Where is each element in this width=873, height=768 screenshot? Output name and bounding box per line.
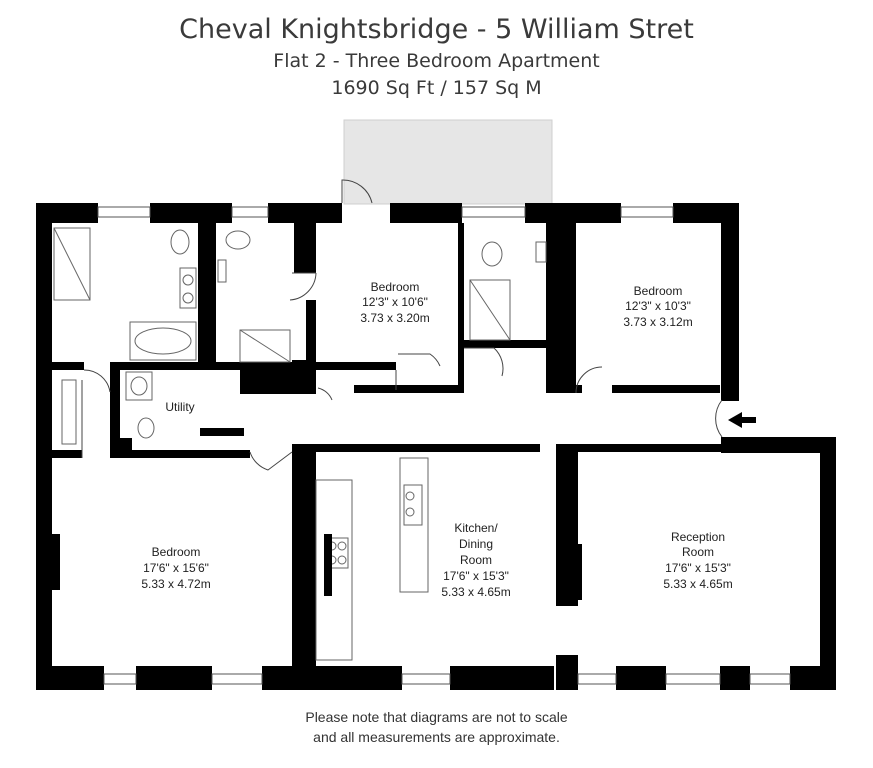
windows [97,206,791,685]
plan-subtitle: Flat 2 - Three Bedroom Apartment [273,50,600,72]
fixtures [53,227,547,661]
room-bedroom-top: Bedroom 12'3" x 10'6" 3.73 x 3.20m [360,280,429,325]
room-imperial: 12'3" x 10'3" [625,299,691,313]
room-imperial: 17'6" x 15'3" [665,561,731,575]
terrace [343,119,553,205]
entrance-arrow-icon [728,412,756,428]
disclaimer-line-2: and all measurements are approximate. [313,729,560,745]
outer-walls [36,203,836,690]
plan-area: 1690 Sq Ft / 157 Sq M [331,77,542,99]
room-imperial: 17'6" x 15'3" [443,569,509,583]
room-kitchen-dining: Kitchen/ Dining Room 17'6" x 15'3" 5.33 … [441,521,510,599]
room-bedroom-right: Bedroom 12'3" x 10'3" 3.73 x 3.12m [623,284,692,329]
room-metric: 5.33 x 4.72m [141,577,210,591]
room-bedroom-left: Bedroom 17'6" x 15'6" 5.33 x 4.72m [141,545,210,591]
room-name-2: Dining [459,537,493,551]
room-name-2: Room [682,545,714,559]
room-metric: 3.73 x 3.12m [623,315,692,329]
door-swings [81,179,723,471]
room-utility: Utility [165,400,194,414]
room-metric: 3.73 x 3.20m [360,311,429,325]
disclaimer-line-1: Please note that diagrams are not to sca… [305,709,568,725]
room-name-1: Reception [671,530,725,544]
room-reception: Reception Room 17'6" x 15'3" 5.33 x 4.65… [663,530,732,591]
room-name: Utility [165,400,194,414]
room-name: Bedroom [371,280,420,294]
room-metric: 5.33 x 4.65m [441,585,510,599]
room-name-3: Room [460,553,492,567]
fireplaces [52,534,582,600]
room-imperial: 17'6" x 15'6" [143,561,209,575]
interior-walls [36,223,724,680]
plan-title: Cheval Knightsbridge - 5 William Stret [179,14,694,45]
room-imperial: 12'3" x 10'6" [362,295,428,309]
room-name-1: Kitchen/ [454,521,498,535]
room-name: Bedroom [152,545,201,559]
room-metric: 5.33 x 4.65m [663,577,732,591]
room-name: Bedroom [634,284,683,298]
